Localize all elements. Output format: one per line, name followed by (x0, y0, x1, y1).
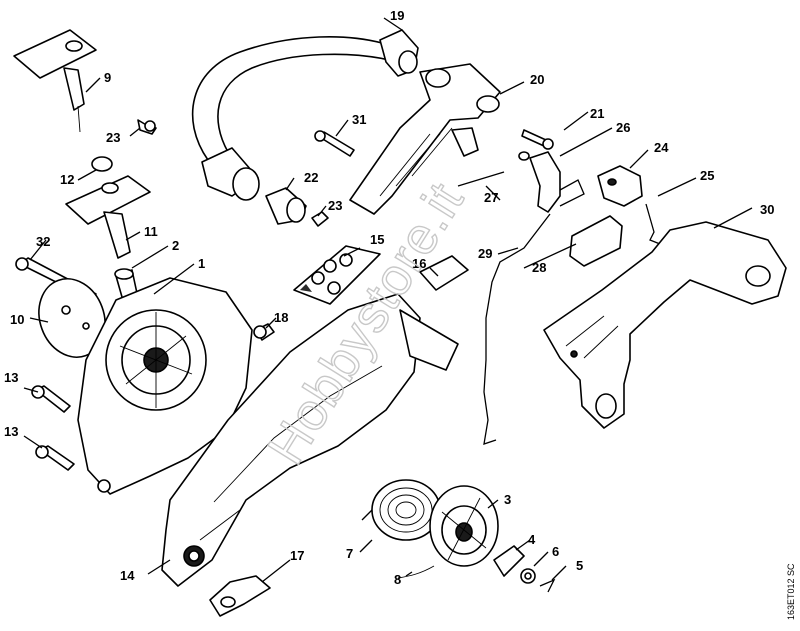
callout-21: 21 (590, 106, 604, 121)
callout-22: 22 (304, 170, 318, 185)
callout-8: 8 (394, 572, 401, 587)
part-screw-31 (314, 130, 355, 157)
callout-6: 6 (552, 544, 559, 559)
part-sprocket-cover (161, 293, 459, 587)
drawing-code: 163ET012 SC (786, 563, 796, 620)
callout-14: 14 (120, 568, 135, 583)
part-screw-13-upper (31, 385, 71, 413)
callout-1: 1 (198, 256, 205, 271)
callout-19: 19 (390, 8, 404, 23)
part-wrap-handle (191, 29, 419, 201)
callout-28: 28 (532, 260, 546, 275)
part-starter-grip (65, 175, 151, 259)
part-spring-clip (539, 578, 556, 593)
part-rope-rotor (429, 485, 499, 567)
part-pawl (493, 545, 525, 577)
part-retainer (419, 255, 469, 291)
callout-27: 27 (484, 190, 498, 205)
callout-17: 17 (290, 548, 304, 563)
callout-25: 25 (700, 168, 714, 183)
callout-32: 32 (36, 234, 50, 249)
callout-23-top: 23 (106, 130, 120, 145)
callout-24: 24 (654, 140, 669, 155)
callout-13-upper: 13 (4, 370, 18, 385)
callout-20: 20 (530, 72, 544, 87)
part-interlock-lever (457, 171, 505, 187)
part-screw-18 (253, 323, 275, 341)
part-fan-housing (77, 277, 253, 495)
part-throttle-rod (483, 213, 551, 445)
part-combination-wrench (13, 29, 97, 133)
callout-30: 30 (760, 202, 774, 217)
part-cover-plate (569, 215, 623, 267)
callout-13-lower: 13 (4, 424, 18, 439)
callout-3: 3 (504, 492, 511, 507)
part-washer (520, 568, 536, 584)
callout-10: 10 (10, 312, 24, 327)
part-cap (91, 156, 113, 172)
callout-7: 7 (346, 546, 353, 561)
callout-26: 26 (616, 120, 630, 135)
part-screw-21 (521, 129, 554, 150)
part-screw-23-top (137, 119, 157, 135)
part-sleeve (265, 187, 307, 225)
callout-18: 18 (274, 310, 288, 325)
callout-16: 16 (412, 256, 426, 271)
part-torsion-spring (645, 203, 661, 245)
callout-labels: 19 9 23 31 20 21 26 24 25 30 27 28 29 12… (4, 8, 774, 587)
callout-9: 9 (104, 70, 111, 85)
leader-lines (23, 17, 753, 583)
part-throttle-trigger (518, 151, 585, 213)
callout-31: 31 (352, 112, 366, 127)
part-rope-pawl (209, 575, 271, 617)
part-handle-bracket (349, 63, 501, 215)
callout-23-mid: 23 (328, 198, 342, 213)
part-switch (597, 165, 643, 207)
callout-15: 15 (370, 232, 384, 247)
part-starter-rope (397, 565, 435, 579)
part-screw-23-mid (311, 211, 329, 227)
part-rear-handle (543, 221, 787, 429)
callout-2: 2 (172, 238, 179, 253)
part-screw-13-lower (35, 445, 75, 471)
part-washer-plate (38, 278, 106, 358)
callout-5: 5 (576, 558, 583, 573)
callout-4: 4 (528, 532, 536, 547)
callout-12: 12 (60, 172, 74, 187)
part-rewind-spring (361, 479, 441, 541)
callout-29: 29 (478, 246, 492, 261)
callout-11: 11 (144, 224, 158, 239)
part-warning-label (293, 245, 381, 305)
